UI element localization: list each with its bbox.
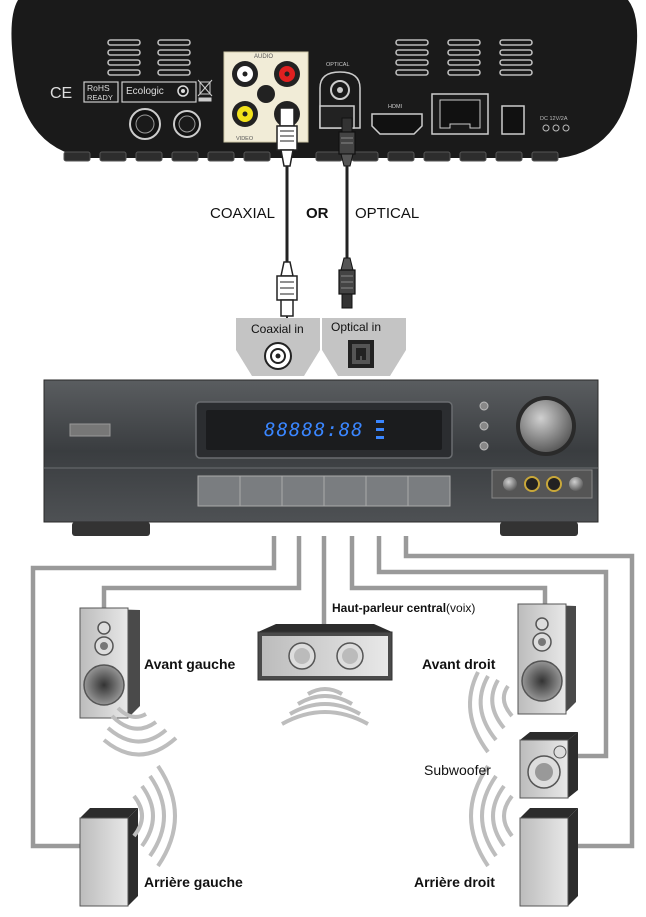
receiver-display: 88888:88 <box>264 419 364 441</box>
ethernet-port-icon <box>431 93 489 135</box>
weee-bin-icon <box>197 79 213 102</box>
receiver-input-ports <box>236 318 406 376</box>
optical-cable <box>338 117 356 309</box>
round-port-icon <box>129 108 201 140</box>
receiver-buttons <box>197 475 451 507</box>
speaker-wires <box>30 536 635 849</box>
hdmi-port-icon <box>371 113 423 135</box>
volume-knob <box>520 400 572 452</box>
media-player: CE RoHS READY Ecologic AUDIO <box>11 0 638 162</box>
hdmi-label: HDMI <box>388 104 403 110</box>
rear-right-speaker <box>519 808 578 907</box>
coaxial-cable <box>276 107 298 328</box>
center-speaker <box>257 624 393 681</box>
front-right-label: Avant droit <box>422 656 496 672</box>
display-indicators <box>376 420 384 439</box>
or-label: OR <box>306 205 329 222</box>
rear-left-waves <box>132 764 177 868</box>
subwoofer-label: Subwoofer <box>424 762 491 778</box>
dc-power-label: DC 12V/2A <box>540 116 568 122</box>
coaxial-label: COAXIAL <box>210 205 276 222</box>
optical-port-label: OPTICAL <box>326 62 350 68</box>
front-left-waves <box>102 706 178 757</box>
rohs-ready-mark: READY <box>87 93 113 102</box>
rohs-mark: RoHS <box>87 83 110 93</box>
front-left-speaker <box>79 607 140 719</box>
dc-polarity-icon <box>542 124 570 132</box>
optical-label: OPTICAL <box>355 205 420 222</box>
rear-right-label: Arrière droit <box>414 874 495 890</box>
usb-port-icon <box>501 105 525 135</box>
optical-in-label: Optical in <box>331 320 382 334</box>
subwoofer-speaker <box>519 732 578 799</box>
av-receiver: 88888:88 <box>43 379 599 536</box>
svg-text:AUDIO: AUDIO <box>254 54 273 60</box>
rear-left-label: Arrière gauche <box>144 874 243 890</box>
rear-left-speaker <box>79 808 138 907</box>
coaxial-in-label: Coaxial in <box>251 322 304 336</box>
ce-mark: CE <box>50 85 72 102</box>
front-right-waves <box>468 671 514 754</box>
rear-right-waves <box>469 764 514 868</box>
front-right-speaker <box>517 603 576 715</box>
front-left-label: Avant gauche <box>144 656 236 672</box>
ecologic-logo: Ecologic <box>126 86 164 97</box>
svg-text:VIDEO: VIDEO <box>236 136 254 142</box>
center-waves <box>281 687 369 726</box>
center-speaker-label: Haut-parleur central(voix) <box>332 601 476 615</box>
